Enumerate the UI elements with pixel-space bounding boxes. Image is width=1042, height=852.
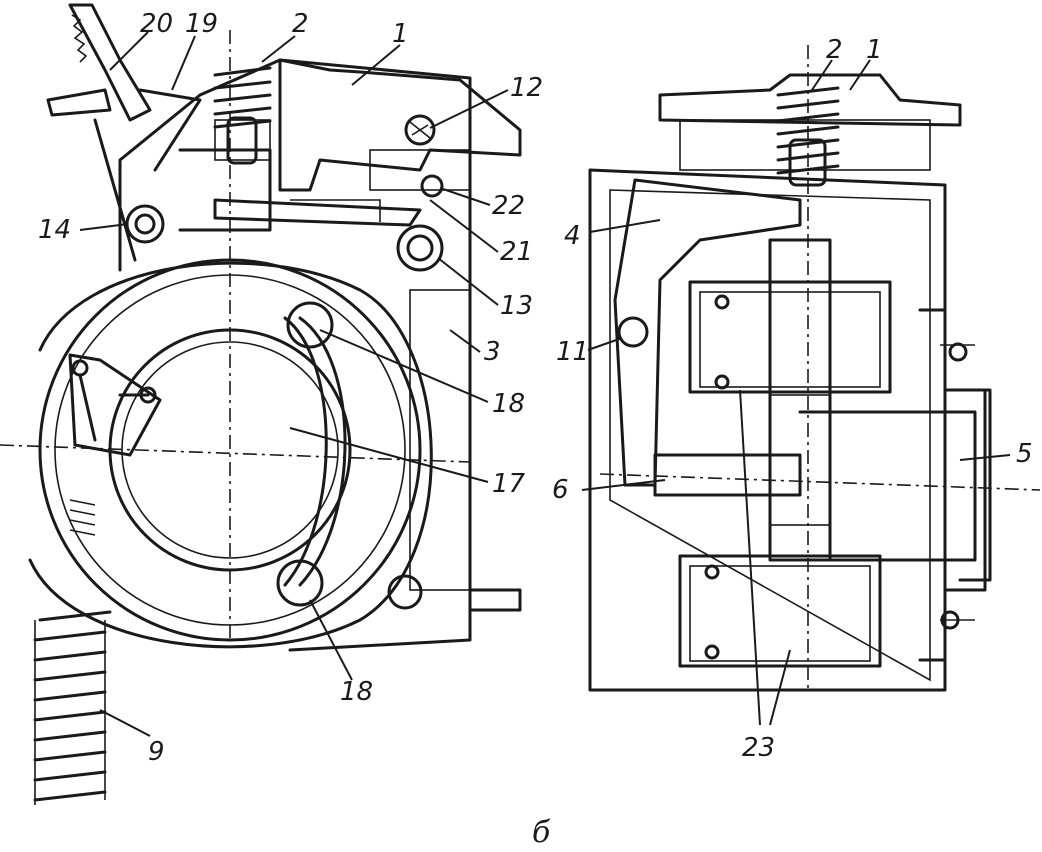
label-18-upper: 18 xyxy=(492,389,525,419)
label-1-left: 1 xyxy=(392,19,409,49)
top-spring xyxy=(213,66,272,165)
label-17: 17 xyxy=(492,469,526,499)
right-view xyxy=(588,45,1041,692)
label-23: 23 xyxy=(742,733,775,763)
label-11: 11 xyxy=(556,337,589,367)
leader-lines xyxy=(79,31,1011,737)
label-19: 19 xyxy=(185,9,218,39)
label-1-right: 1 xyxy=(866,35,883,65)
left-view xyxy=(0,3,522,805)
label-22: 22 xyxy=(492,191,525,221)
label-12: 12 xyxy=(510,73,543,103)
coil-spring-9 xyxy=(33,610,112,805)
label-2-right: 2 xyxy=(826,35,843,65)
label-21: 21 xyxy=(500,237,533,267)
outer-drum xyxy=(28,258,433,649)
label-9: 9 xyxy=(148,737,165,767)
label-3: 3 xyxy=(484,337,501,367)
label-14: 14 xyxy=(38,215,71,245)
ratchet-arm xyxy=(46,3,202,262)
part-labels: 20 19 2 1 12 22 14 21 13 3 18 17 18 9 2 … xyxy=(38,9,1033,850)
label-20: 20 xyxy=(140,9,173,39)
label-6: 6 xyxy=(552,475,569,505)
label-5: 5 xyxy=(1016,439,1033,469)
label-18-lower: 18 xyxy=(340,677,373,707)
label-2-left: 2 xyxy=(292,9,309,39)
label-4: 4 xyxy=(564,221,581,251)
label-13: 13 xyxy=(500,291,533,321)
figure-caption: б xyxy=(532,815,551,850)
